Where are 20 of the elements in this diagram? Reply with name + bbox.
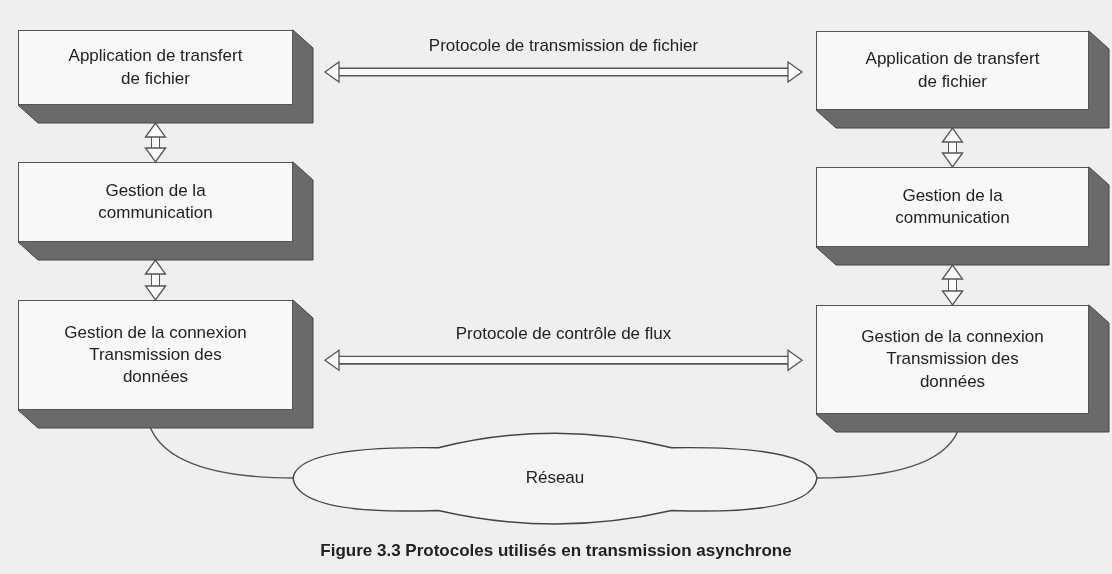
hollow-arrow [324, 61, 803, 83]
box-label: Application de transfert de fichier [864, 48, 1041, 93]
hollow-arrow [941, 127, 964, 168]
3d-box [816, 167, 1109, 265]
box-label: Gestion de la connexion Transmission des données [860, 326, 1045, 393]
box-label: Application de transfert de fichier [67, 45, 244, 90]
cloud-label: Réseau [525, 466, 585, 489]
3d-box [18, 162, 313, 260]
box-label: Gestion de la communication [894, 184, 1011, 229]
box-label: Gestion de la communication [97, 179, 214, 224]
3d-box [18, 30, 313, 123]
hollow-arrow [941, 264, 964, 306]
figure-caption: Figure 3.3 Protocoles utilisés en transmission asynchrone [320, 541, 792, 561]
3d-box [816, 305, 1109, 432]
3d-box [816, 31, 1109, 128]
box-label: Gestion de la connexion Transmission des données [63, 321, 248, 389]
hollow-arrow [144, 122, 167, 163]
hollow-arrow [144, 259, 167, 301]
hollow-arrow [324, 349, 803, 371]
3d-box [18, 300, 313, 428]
